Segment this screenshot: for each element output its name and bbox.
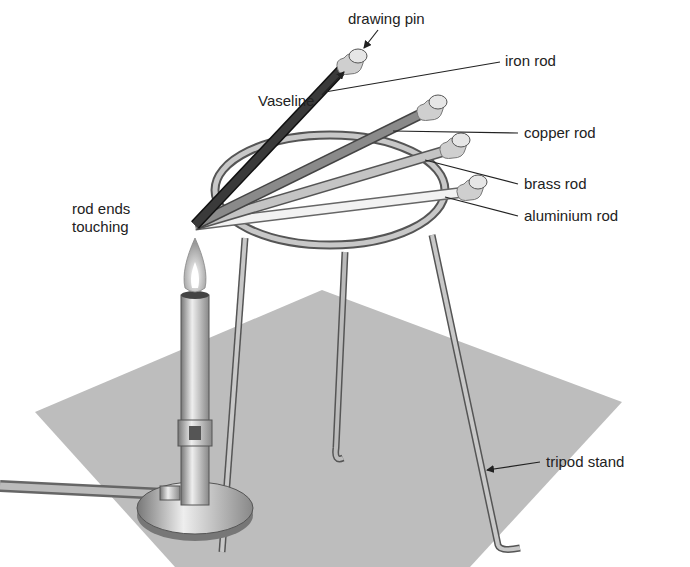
vaseline-label: Vaseline [258,92,314,110]
tripod-leg [432,235,520,549]
leader-line [322,30,540,470]
vaseline-blob [337,53,483,200]
rod-label: aluminium rod [524,207,618,225]
part-label: drawing pin [348,10,425,28]
copper-rod [195,112,425,225]
bench-mat [35,290,622,567]
rod-label: iron rod [505,52,556,70]
gas-pipe [0,486,165,494]
tripod-leg [336,252,345,459]
gas-inlet [160,486,180,500]
air-hole [189,426,201,440]
flame-core [191,262,199,288]
part-label: tripod stand [546,453,624,471]
copper-rod [195,112,425,225]
iron-rod [195,66,345,225]
tripod-leg [432,235,520,549]
part-label: rod ends touching [72,200,172,236]
iron-rod [195,66,345,225]
rod-label: copper rod [524,124,596,142]
air-collar [178,420,212,446]
rod-label: brass rod [524,175,587,193]
burner-tube [181,295,209,505]
tripod-leg [336,252,345,459]
drawing-pin [349,49,487,189]
flame [184,238,206,292]
gas-pipe [0,486,165,494]
